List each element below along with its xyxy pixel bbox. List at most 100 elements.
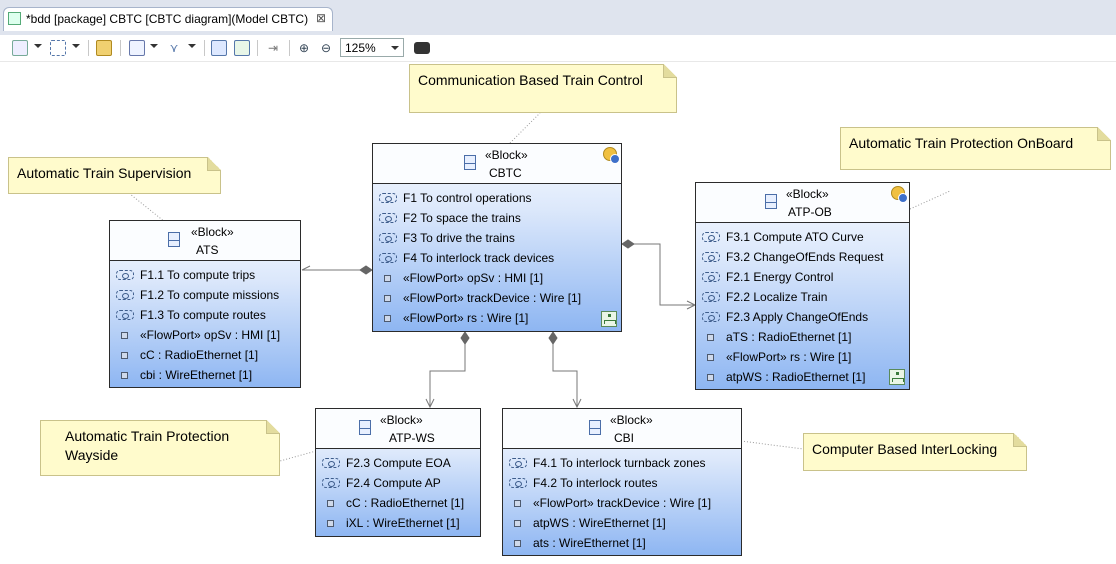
property-row[interactable]: ats : WireEthernet [1] (503, 533, 741, 553)
chevron-down-icon[interactable] (34, 44, 42, 48)
close-icon[interactable]: ⊠ (316, 11, 327, 25)
property-row[interactable]: «FlowPort» trackDevice : Wire [1] (503, 493, 741, 513)
function-row[interactable]: F4.2 To interlock routes (503, 473, 741, 493)
note-anchor-line (509, 112, 541, 144)
fit-width-icon[interactable]: ⇥ (267, 41, 279, 55)
property-row[interactable]: cbi : WireEthernet [1] (110, 365, 300, 385)
function-label: F1.3 To compute routes (140, 308, 266, 322)
note-atpws[interactable]: Automatic Train Protection Wayside (40, 420, 280, 476)
property-row[interactable]: cC : RadioEthernet [1] (110, 345, 300, 365)
function-row[interactable]: F3.1 Compute ATO Curve (696, 227, 909, 247)
editor-tab-bar: *bdd [package] CBTC [CBTC diagram](Model… (0, 0, 1116, 35)
chevron-down-icon[interactable] (188, 44, 196, 48)
property-icon (514, 520, 521, 527)
note-cbtc[interactable]: Communication Based Train Control (409, 64, 677, 113)
zoom-select[interactable]: 125% (340, 38, 404, 57)
composition-atpws[interactable] (429, 344, 466, 407)
block-icon (765, 194, 777, 209)
property-row[interactable]: aTS : RadioEthernet [1] (696, 327, 909, 347)
key-decorator-icon (891, 186, 908, 203)
property-label: cbi : WireEthernet [1] (140, 368, 253, 382)
function-row[interactable]: F3.2 ChangeOfEnds Request (696, 247, 909, 267)
function-row[interactable]: F2 To space the trains (373, 208, 621, 228)
function-icon (379, 193, 397, 203)
export-icon[interactable] (234, 40, 250, 56)
property-icon (327, 520, 334, 527)
function-label: F2.1 Energy Control (726, 270, 834, 284)
composition-cbi[interactable] (552, 344, 578, 407)
block-header: «Block» CBI (503, 409, 741, 449)
property-row[interactable]: cC : RadioEthernet [1] (316, 493, 480, 513)
block-cbi[interactable]: «Block» CBI F4.1 To interlock turnback z… (502, 408, 742, 556)
note-anchor-line (909, 190, 951, 210)
property-icon (121, 372, 128, 379)
note-cbi[interactable]: Computer Based InterLocking (803, 433, 1027, 471)
diagram-canvas[interactable]: Communication Based Train Control Automa… (0, 61, 1116, 564)
property-row[interactable]: «FlowPort» opSv : HMI [1] (110, 325, 300, 345)
composition-atpob[interactable] (630, 243, 695, 306)
property-icon (707, 334, 714, 341)
route-icon[interactable]: ⋎ (169, 41, 179, 55)
property-row[interactable]: atpWS : WireEthernet [1] (503, 513, 741, 533)
property-row[interactable]: atpWS : RadioEthernet [1] (696, 367, 909, 387)
function-icon (702, 292, 720, 302)
function-label: F2.3 Apply ChangeOfEnds (726, 310, 869, 324)
function-row[interactable]: F1 To control operations (373, 188, 621, 208)
camera-icon[interactable] (414, 42, 430, 54)
property-label: aTS : RadioEthernet [1] (726, 330, 852, 344)
function-row[interactable]: F2.3 Compute EOA (316, 453, 480, 473)
function-row[interactable]: F3 To drive the trains (373, 228, 621, 248)
property-row[interactable]: «FlowPort» trackDevice : Wire [1] (373, 288, 621, 308)
function-icon (702, 312, 720, 322)
property-row[interactable]: «FlowPort» opSv : HMI [1] (373, 268, 621, 288)
property-row[interactable]: «FlowPort» rs : Wire [1] (373, 308, 621, 328)
chevron-down-icon[interactable] (150, 44, 158, 48)
function-row[interactable]: F2.3 Apply ChangeOfEnds (696, 307, 909, 327)
substructure-icon[interactable] (601, 311, 617, 327)
layers-icon[interactable] (129, 40, 145, 56)
function-row[interactable]: F1.2 To compute missions (110, 285, 300, 305)
link-icon[interactable] (96, 40, 112, 56)
function-row[interactable]: F2.4 Compute AP (316, 473, 480, 493)
image-export-icon[interactable] (211, 40, 227, 56)
zoom-out-icon[interactable]: ⊖ (320, 41, 332, 55)
note-text: Automatic Train Protection OnBoard (849, 135, 1074, 151)
property-label: «FlowPort» opSv : HMI [1] (403, 271, 544, 285)
function-row[interactable]: F2.1 Energy Control (696, 267, 909, 287)
select-icon[interactable] (50, 40, 66, 56)
note-atpob[interactable]: Automatic Train Protection OnBoard (840, 127, 1111, 170)
property-row[interactable]: «FlowPort» rs : Wire [1] (696, 347, 909, 367)
function-icon (702, 272, 720, 282)
editor-tab-title: *bdd [package] CBTC [CBTC diagram](Model… (26, 12, 309, 26)
function-row[interactable]: F2.2 Localize Train (696, 287, 909, 307)
chevron-down-icon[interactable] (72, 44, 80, 48)
property-icon (384, 295, 391, 302)
function-row[interactable]: F1.3 To compute routes (110, 305, 300, 325)
substructure-icon[interactable] (889, 369, 905, 385)
zoom-in-icon[interactable]: ⊕ (298, 41, 310, 55)
block-icon (359, 420, 371, 435)
block-icon (589, 420, 601, 435)
block-name: ATP-OB (788, 205, 832, 219)
composition-diamond (460, 331, 470, 345)
function-row[interactable]: F1.1 To compute trips (110, 265, 300, 285)
property-icon (514, 500, 521, 507)
arrange-icon[interactable] (12, 40, 28, 56)
block-name: CBI (614, 431, 635, 445)
property-label: iXL : WireEthernet [1] (346, 516, 460, 530)
function-label: F3.1 Compute ATO Curve (726, 230, 864, 244)
function-row[interactable]: F4 To interlock track devices (373, 248, 621, 268)
editor-tab[interactable]: *bdd [package] CBTC [CBTC diagram](Model… (3, 7, 333, 31)
property-label: cC : RadioEthernet [1] (140, 348, 259, 362)
note-ats[interactable]: Automatic Train Supervision (8, 157, 221, 194)
property-label: atpWS : WireEthernet [1] (533, 516, 666, 530)
property-row[interactable]: iXL : WireEthernet [1] (316, 513, 480, 533)
function-row[interactable]: F4.1 To interlock turnback zones (503, 453, 741, 473)
